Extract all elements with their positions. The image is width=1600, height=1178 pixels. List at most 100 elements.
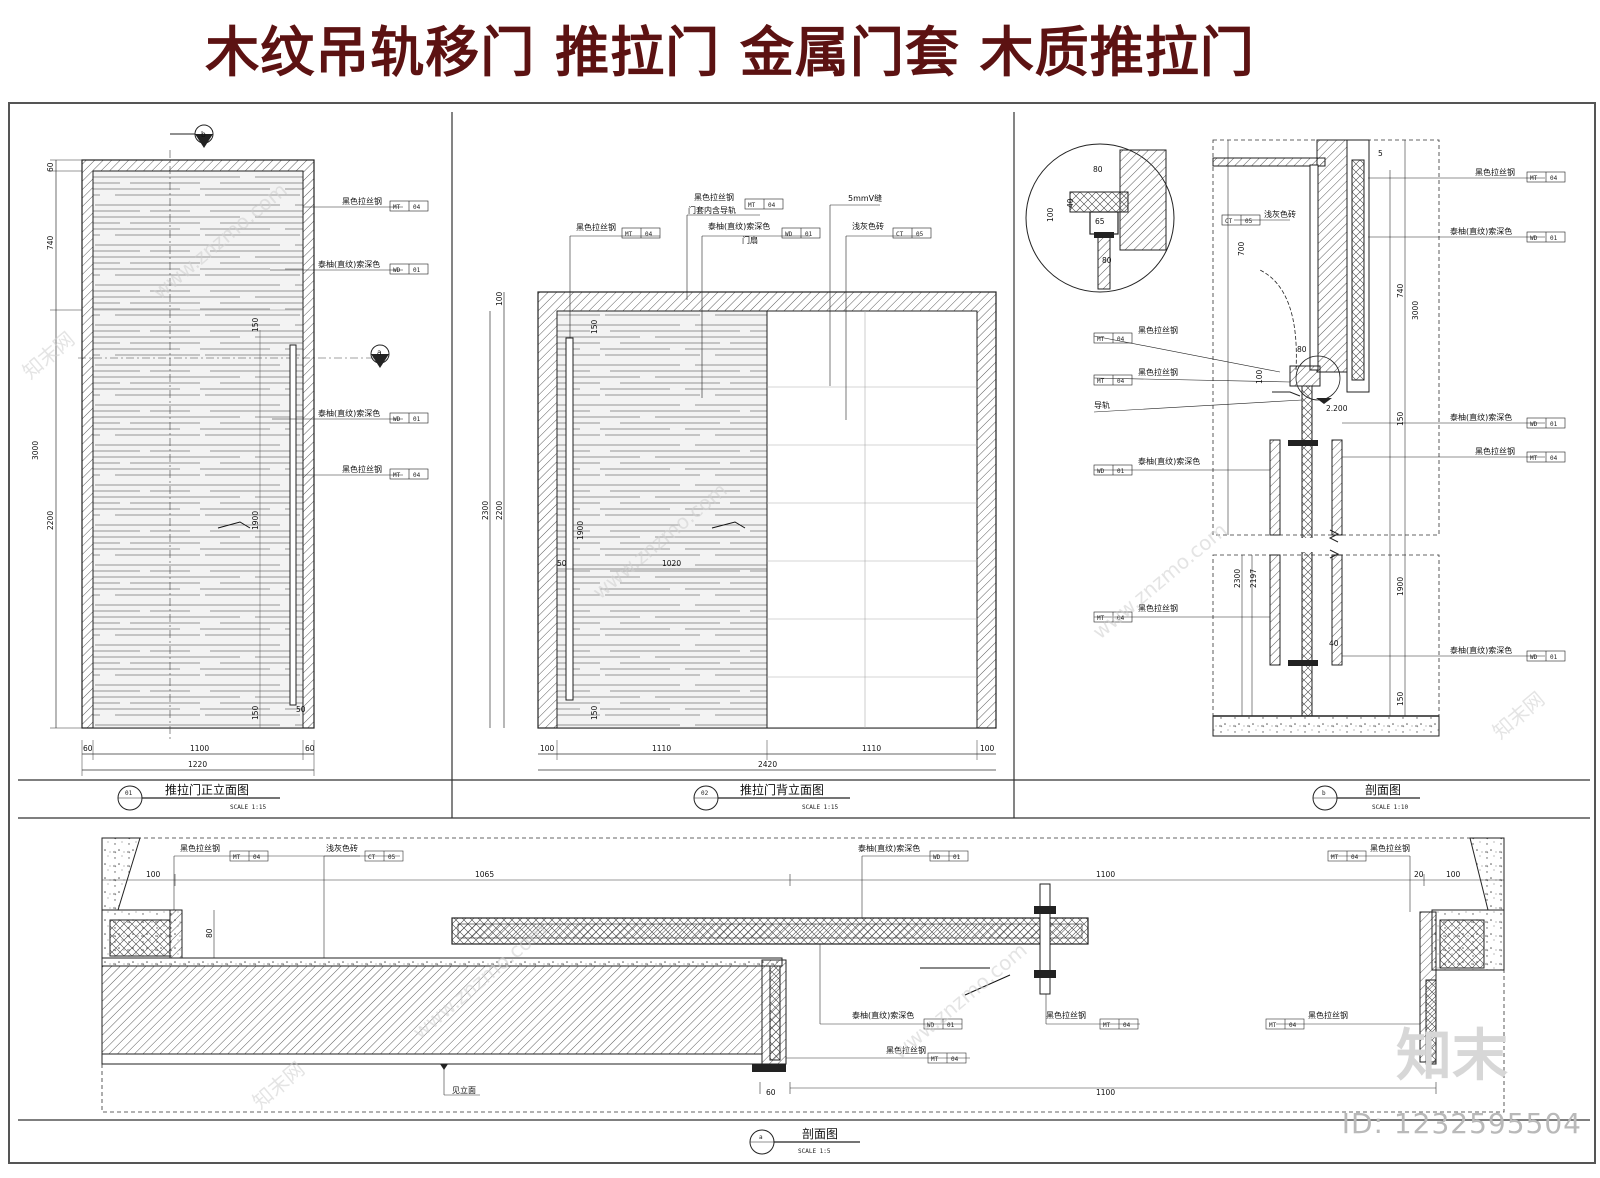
v4-label-mt04-e: 黑色拉丝钢 xyxy=(886,1045,926,1055)
v1-num-04-a: 04 xyxy=(413,204,421,211)
v4-num-04-d: 04 xyxy=(1289,1022,1297,1029)
v3-code-mt-c: MT xyxy=(1097,336,1105,343)
v3-dim-5: 5 xyxy=(1378,149,1383,158)
v1-code-mt-a: MT xyxy=(393,204,401,211)
v1-dim-h50: 50 xyxy=(296,705,306,714)
v2-dim-h150a: 150 xyxy=(590,319,599,334)
v3-level: 2.200 xyxy=(1326,404,1348,413)
v3-title-block xyxy=(1312,785,1420,811)
v3-num-04-e: 04 xyxy=(1117,615,1125,622)
drawing-frame xyxy=(8,102,1596,1164)
v3-dim-80c: 80 xyxy=(1102,256,1112,265)
v3-num-04-d: 04 xyxy=(1117,378,1125,385)
v4-dim-60: 60 xyxy=(766,1088,776,1097)
v2-dim-w100a: 100 xyxy=(540,744,555,753)
page-title: 木纹吊轨移门 推拉门 金属门套 木质推拉门 xyxy=(205,21,1255,84)
v1-code-wd-b: WD xyxy=(393,416,401,423)
v1-dim-h1900: 1900 xyxy=(251,511,260,530)
v1-title-block xyxy=(117,785,280,811)
v1-num-04-b: 04 xyxy=(413,472,421,479)
v4-scale: SCALE 1:5 xyxy=(798,1148,831,1155)
v3-code-wd-c: WD xyxy=(1530,654,1538,661)
v2-dim-w100b: 100 xyxy=(980,744,995,753)
v2-dim-w1020: 1020 xyxy=(662,559,681,568)
v2-dim-h100: 100 xyxy=(495,291,504,306)
v4-title-num: a xyxy=(759,1134,763,1141)
v4-dim-20: 20 xyxy=(1414,870,1424,879)
v3-code-mt-a: MT xyxy=(1530,175,1538,182)
v4-dim-1100b: 1100 xyxy=(1096,1088,1115,1097)
watermark-site-3: www.znzmo.com xyxy=(1088,518,1232,644)
v3-dim-2300: 2300 xyxy=(1233,569,1242,588)
v3-dim-3000: 3000 xyxy=(1411,301,1420,320)
v4-code-mt-a: MT xyxy=(233,854,241,861)
v3-dim-100b: 100 xyxy=(1255,369,1264,384)
v2-code-wd: WD xyxy=(785,231,793,238)
v3-code-mt-b: MT xyxy=(1530,455,1538,462)
v1-label-mt04-b: 黑色拉丝钢 xyxy=(342,464,382,474)
v2-note-vjoint: 5mmV缝 xyxy=(848,193,882,203)
v2-code-mt-b: MT xyxy=(625,231,633,238)
v2-num-05: 05 xyxy=(916,231,924,238)
v1-title-num: 01 xyxy=(125,790,133,797)
watermark-brand-2: 知末网 xyxy=(1488,687,1549,744)
v4-num-04-e: 04 xyxy=(951,1056,959,1063)
v3-num-05: 05 xyxy=(1245,218,1253,225)
v3-label-mt04-e: 黑色拉丝钢 xyxy=(1138,603,1178,613)
v3-label-mt04-d: 黑色拉丝钢 xyxy=(1138,367,1178,377)
v2-title-num: 02 xyxy=(701,790,709,797)
v3-label-mt04-b: 黑色拉丝钢 xyxy=(1475,446,1515,456)
v2-num-04-a: 04 xyxy=(768,202,776,209)
v3-dim-65: 65 xyxy=(1095,217,1105,226)
watermark-brand-3: 知末网 xyxy=(248,1057,309,1114)
v2-num-04-b: 04 xyxy=(645,231,653,238)
v1-dim-h2200: 2200 xyxy=(46,511,55,530)
v1-dim-w60a: 60 xyxy=(83,744,93,753)
v3-dim-700: 700 xyxy=(1237,241,1246,256)
v2-dim-h1900: 1900 xyxy=(576,521,585,540)
v3-dim-80: 80 xyxy=(1093,165,1103,174)
v4-label-mt04-b: 黑色拉丝钢 xyxy=(1370,843,1410,853)
v1-scale: SCALE 1:15 xyxy=(230,804,267,811)
v3-scale: SCALE 1:10 xyxy=(1372,804,1409,811)
v2-label-ct05: 浅灰色砖 xyxy=(852,221,884,231)
v4-label-wd01-a: 泰柚(直纹)索深色 xyxy=(858,843,920,853)
v3-dim-100: 100 xyxy=(1046,207,1055,222)
v4-label-mt04-d: 黑色拉丝钢 xyxy=(1308,1010,1348,1020)
v2-scale: SCALE 1:15 xyxy=(802,804,839,811)
v2-label-wd01: 泰柚(直纹)索深色 xyxy=(708,221,770,231)
v1-code-mt-b: MT xyxy=(393,472,401,479)
v3-label-mt04-c: 黑色拉丝钢 xyxy=(1138,325,1178,335)
v4-num-04-b: 04 xyxy=(1351,854,1359,861)
v4-label-ct05: 浅灰色砖 xyxy=(326,843,358,853)
v1-num-01-b: 01 xyxy=(413,416,421,423)
v3-dim-2197: 2197 xyxy=(1249,569,1258,588)
v1-label-wd01-a: 泰柚(直纹)索深色 xyxy=(318,259,380,269)
v1-dim-w60b: 60 xyxy=(305,744,315,753)
watermark-site-5: www.znzmo.com xyxy=(888,938,1032,1064)
v3-num-01-c: 01 xyxy=(1550,654,1558,661)
v3-code-wd-a: WD xyxy=(1530,235,1538,242)
v3-code-wd-b: WD xyxy=(1530,421,1538,428)
v4-title-block xyxy=(749,1129,860,1155)
v4-num-05: 05 xyxy=(388,854,396,861)
section-mark-a-side: a xyxy=(377,348,382,357)
v4-dim-80: 80 xyxy=(205,928,214,938)
v2-title: 推拉门背立面图 xyxy=(740,782,824,797)
v1-dim-h150a: 150 xyxy=(251,317,260,332)
v4-code-wd-b: WD xyxy=(927,1022,935,1029)
v4-code-ct: CT xyxy=(368,854,376,861)
v3-dim-740: 740 xyxy=(1396,283,1405,298)
watermark-logo: 知末 xyxy=(1396,1024,1508,1089)
v4-label-mt04-a: 黑色拉丝钢 xyxy=(180,843,220,853)
watermark-brand-1: 知末网 xyxy=(18,327,79,384)
v3-note-rail: 导轨 xyxy=(1094,400,1110,410)
v3-code-mt-d: MT xyxy=(1097,378,1105,385)
v4-num-04-c: 04 xyxy=(1123,1022,1131,1029)
v4-note-see-elevation: 见立面 xyxy=(452,1085,476,1095)
v2-code-mt-a: MT xyxy=(748,202,756,209)
v3-num-04-b: 04 xyxy=(1550,455,1558,462)
v3-dim-150: 150 xyxy=(1396,411,1405,426)
back-elevation xyxy=(489,198,997,771)
